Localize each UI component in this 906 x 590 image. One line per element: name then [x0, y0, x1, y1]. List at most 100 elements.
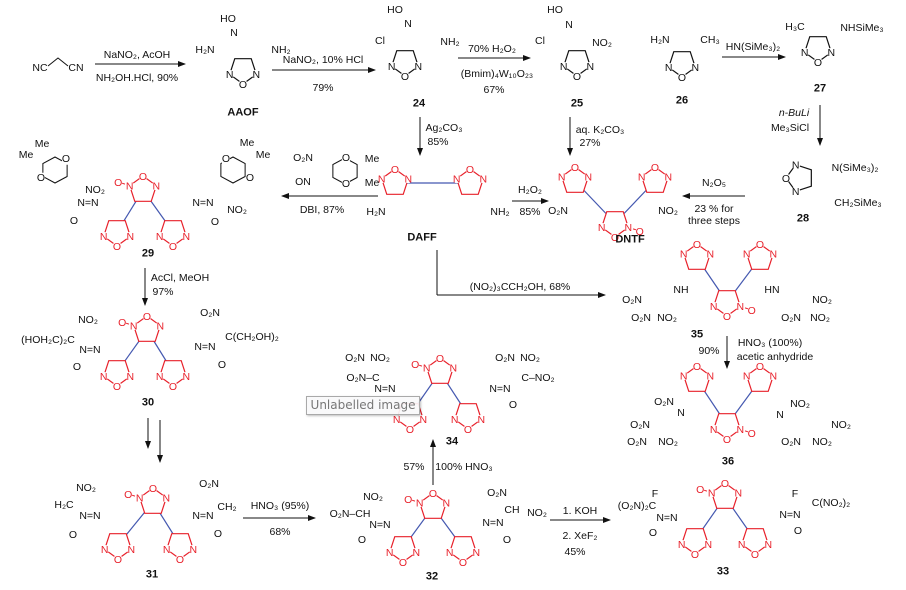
- daff-atom: H₂N: [366, 205, 386, 218]
- c34-atom: O₂N–C: [346, 371, 380, 384]
- c31-atom: O₂N: [199, 477, 219, 490]
- atom-mask: [755, 361, 765, 371]
- atom-mask: [664, 62, 674, 72]
- ring-atom-o: O: [756, 239, 764, 251]
- atom-mask: [400, 71, 410, 81]
- ring-atom-n: N: [393, 414, 401, 426]
- compound-label-24: 24: [412, 97, 426, 110]
- ring-atom-o: O: [176, 554, 184, 566]
- atom-mask: [463, 424, 473, 434]
- c33-atom: C(NO₂)₂: [811, 496, 851, 509]
- atom-mask: [181, 371, 191, 381]
- atom-mask: [403, 174, 413, 184]
- reagent-r6: N₂O₅: [701, 176, 727, 189]
- ring-atom-n: N: [585, 171, 593, 183]
- atom-mask: [570, 162, 580, 172]
- ring-atom-n: N: [473, 547, 481, 559]
- atom-mask: [781, 173, 791, 183]
- atom-mask: [458, 557, 468, 567]
- c36-atom: O₂N: [654, 395, 674, 408]
- compound-label-32: 32: [425, 570, 439, 583]
- c33-atom: O: [648, 526, 658, 539]
- c27-atom: NHSiMe₃: [840, 21, 884, 34]
- atom-mask: [650, 162, 660, 172]
- reagent-r11: AcCl, MeOH: [150, 271, 210, 284]
- ring-atom-o: O: [756, 361, 764, 373]
- ring-atom-o: O: [169, 241, 177, 253]
- atom-mask: [452, 174, 462, 184]
- c29-atom: N=N: [192, 196, 214, 209]
- ring-atom-n: N: [587, 61, 595, 73]
- atom-mask: [705, 371, 715, 381]
- atom-mask: [709, 301, 719, 311]
- atom-mask: [677, 72, 687, 82]
- atom-mask: [411, 547, 421, 557]
- ring-atom-n: N: [665, 62, 673, 74]
- atom-mask: [385, 547, 395, 557]
- n-oxide-bond: [744, 430, 749, 433]
- atom-mask: [422, 363, 432, 373]
- reagent-r10: O: [341, 151, 351, 164]
- atom-mask: [448, 363, 458, 373]
- atom-mask: [441, 498, 451, 508]
- atom-mask: [99, 371, 109, 381]
- atom-mask: [679, 371, 689, 381]
- n-oxide-atom: O: [748, 305, 756, 317]
- ring-atom-n: N: [253, 69, 261, 81]
- c36-atom: N: [677, 406, 685, 419]
- ring-atom-n: N: [737, 301, 745, 313]
- c35-atom: NO₂: [657, 311, 677, 324]
- c24-atom: Cl: [375, 34, 385, 47]
- ring-atom-n: N: [450, 362, 458, 374]
- atom-mask: [435, 353, 445, 363]
- atom-mask: [162, 544, 172, 554]
- ring-atom-n: N: [156, 371, 164, 383]
- reagent-r2: NaNO₂, 10% HCl: [282, 53, 364, 66]
- n-oxide-atom: O: [696, 484, 704, 496]
- aaof-atom: H₂N: [195, 43, 215, 56]
- ring-atom-n: N: [413, 547, 421, 559]
- atom-mask: [377, 174, 387, 184]
- ring-atom-o: O: [693, 361, 701, 373]
- c28-atom: CH₂SiMe₃: [834, 196, 882, 209]
- c32-atom: O: [357, 533, 367, 546]
- ring-atom-n: N: [130, 320, 138, 332]
- c29-atom: O: [69, 214, 79, 227]
- ring-atom-n: N: [128, 544, 136, 556]
- ring-atom-n: N: [638, 171, 646, 183]
- c26-atom: H₂N: [650, 33, 670, 46]
- c32-atom: O₂N: [487, 486, 507, 499]
- reagent-r11: 97%: [152, 285, 174, 298]
- ring-atom-n: N: [705, 539, 713, 551]
- reagent-r10: DBI, 87%: [299, 203, 345, 216]
- ring-atom-o: O: [723, 311, 731, 323]
- compound-label-30: 30: [141, 396, 155, 409]
- atom-mask: [597, 222, 607, 232]
- ring-atom-n: N: [678, 539, 686, 551]
- reagent-r5: n-BuLi: [778, 106, 810, 119]
- c29-atom: NO₂: [227, 203, 247, 216]
- ring-atom-n: N: [828, 47, 836, 59]
- atom-mask: [99, 231, 109, 241]
- c30-atom: NO₂: [78, 313, 98, 326]
- ring-atom-o: O: [814, 57, 822, 69]
- n-oxide-bond: [418, 364, 423, 367]
- ring-atom-n: N: [190, 544, 198, 556]
- c34-atom: O₂N: [495, 351, 515, 364]
- atom-mask: [418, 414, 428, 424]
- reagent-r10: Me: [364, 176, 380, 189]
- ring-atom-n: N: [665, 171, 673, 183]
- c30-atom: O₂N: [200, 306, 220, 319]
- ring-atom-n: N: [163, 544, 171, 556]
- atom-mask: [610, 232, 620, 242]
- c29-atom: Me: [34, 137, 50, 150]
- dioxane-ring: [220, 156, 246, 184]
- c33-atom: N=N: [779, 508, 801, 521]
- atom-mask: [703, 539, 713, 549]
- atom-mask: [100, 544, 110, 554]
- c35-atom: O₂N: [781, 311, 801, 324]
- ring-atom-n: N: [737, 424, 745, 436]
- atom-mask: [225, 69, 235, 79]
- atom-mask: [679, 249, 689, 259]
- ring-atom-o: O: [693, 239, 701, 251]
